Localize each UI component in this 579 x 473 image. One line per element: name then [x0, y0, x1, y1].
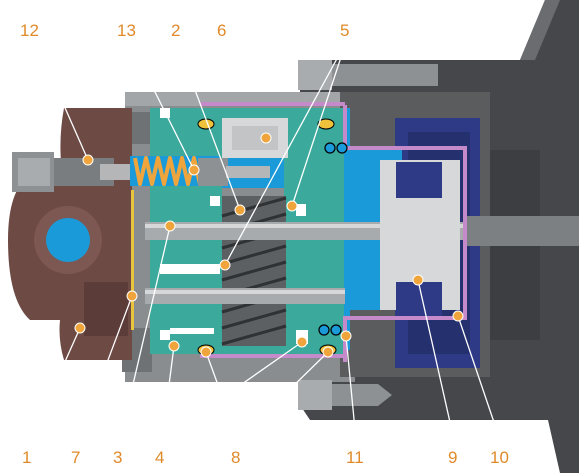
- valve-plunger: [198, 158, 228, 186]
- motor-magnet-top: [396, 162, 442, 198]
- bolt-upper-head: [298, 60, 332, 90]
- label-10: 10: [490, 448, 509, 467]
- label-12: 12: [20, 21, 39, 40]
- label-11: 11: [346, 448, 364, 467]
- valve-stem: [100, 164, 130, 180]
- frame-highlight: [520, 0, 560, 60]
- lower-shaft-highlight: [145, 290, 345, 294]
- label-13: 13: [117, 21, 136, 40]
- label-8: 8: [231, 448, 240, 467]
- callout-dots: [74, 132, 464, 358]
- label-1: 1: [22, 448, 31, 467]
- label-3: 3: [113, 448, 122, 467]
- label-4: 4: [155, 448, 164, 467]
- bolt-lower-tip: [378, 384, 392, 406]
- valve-plunger-rod: [226, 166, 270, 178]
- label-9: 9: [448, 448, 457, 467]
- callout-labels: 12 13 2 6 5 1 7 3 4 8 11 9 10: [20, 21, 509, 467]
- inlet-port: [46, 218, 90, 262]
- o-ring-upper-right: [317, 118, 335, 130]
- drive-shaft-ext: [465, 216, 579, 246]
- label-7: 7: [71, 448, 80, 467]
- relief-spring: [133, 156, 202, 186]
- motor-magnet-bottom: [396, 282, 442, 318]
- isolating-can: [343, 105, 467, 362]
- leader-lines: [29, 41, 501, 441]
- gasket: [131, 190, 134, 330]
- label-2: 2: [171, 21, 180, 40]
- valve-cap-face: [18, 158, 50, 186]
- drive-shaft-highlight: [145, 224, 465, 228]
- label-5: 5: [340, 21, 349, 40]
- label-6: 6: [217, 21, 226, 40]
- bolt-lower-head: [298, 380, 332, 410]
- needle-bearings: [318, 142, 348, 336]
- cover-recess: [84, 282, 128, 336]
